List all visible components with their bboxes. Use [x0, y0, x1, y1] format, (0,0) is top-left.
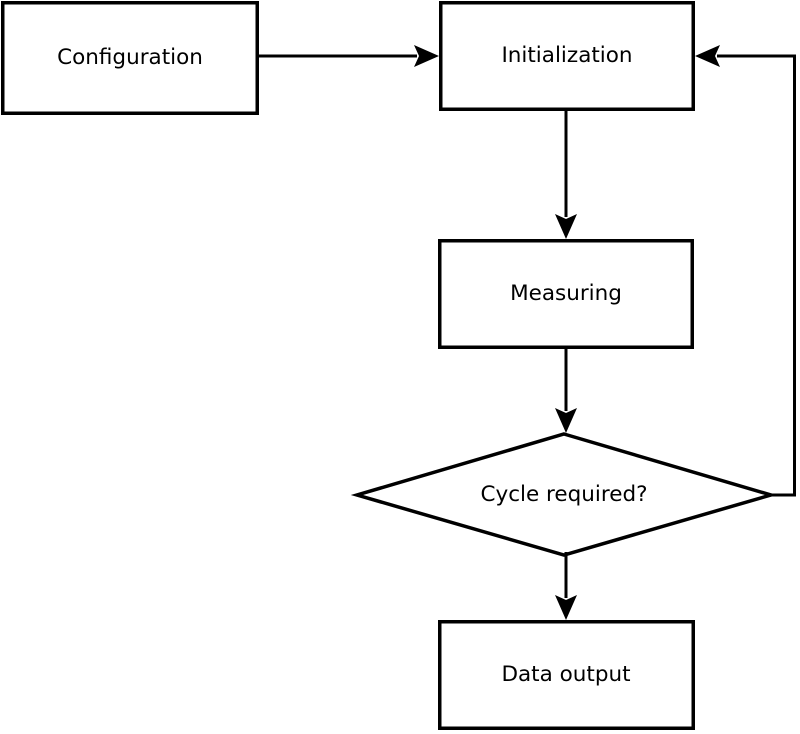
node-data-output[interactable]: Data output [438, 620, 695, 730]
node-initialization-label: Initialization [501, 43, 632, 68]
node-configuration-label: Configuration [57, 45, 203, 70]
edge-cycle-required-to-initialization-line [717, 54, 796, 497]
edge-configuration-to-initialization [259, 45, 439, 67]
node-data-output-shape [438, 620, 695, 730]
node-cycle-required[interactable]: Cycle required? [350, 432, 778, 557]
edge-measuring-to-cycle-required [555, 349, 577, 433]
node-measuring[interactable]: Measuring [438, 239, 694, 349]
edge-cycle-required-to-data-output-arrowhead [555, 595, 577, 620]
edge-initialization-to-measuring [555, 111, 577, 239]
node-measuring-label: Measuring [510, 281, 622, 306]
node-initialization[interactable]: Initialization [439, 1, 695, 111]
edge-initialization-to-measuring-arrowhead [555, 214, 577, 239]
edge-cycle-required-to-data-output [555, 552, 577, 620]
node-initialization-shape [439, 1, 695, 111]
edge-cycle-required-to-initialization-arrowhead [695, 45, 720, 67]
node-measuring-shape [438, 239, 694, 349]
node-configuration[interactable]: Configuration [1, 1, 259, 115]
node-cycle-required-label: Cycle required? [480, 482, 647, 507]
edge-configuration-to-initialization-arrowhead [414, 45, 439, 67]
node-cycle-required-shape [350, 432, 778, 557]
node-data-output-label: Data output [501, 662, 630, 687]
node-configuration-shape [1, 1, 259, 115]
edge-cycle-required-to-initialization [695, 45, 796, 497]
edge-measuring-to-cycle-required-arrowhead [555, 408, 577, 433]
